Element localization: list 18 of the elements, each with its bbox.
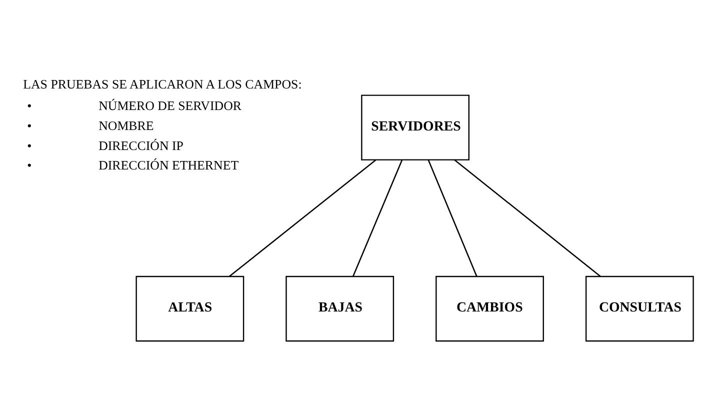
node-box: BAJAS — [286, 276, 394, 342]
label: • — [27, 158, 32, 173]
node-box: SERVIDORES — [361, 94, 470, 160]
label: • — [27, 118, 32, 133]
label: NOMBRE — [98, 118, 154, 133]
label: • — [27, 99, 32, 114]
label: NÚMERO DE SERVIDOR — [98, 99, 242, 114]
connector — [454, 159, 601, 277]
connector — [428, 160, 478, 277]
node-box: CONSULTAS — [585, 276, 694, 342]
label: DIRECCIÓN ETHERNET — [98, 158, 239, 173]
node-box: CAMBIOS — [436, 276, 544, 342]
connector — [352, 160, 403, 277]
label: DIRECCIÓN IP — [98, 138, 184, 153]
label: • — [27, 138, 32, 153]
node-box: ALTAS — [136, 276, 244, 342]
connector — [228, 159, 376, 277]
label: LAS PRUEBAS SE APLICARON A LOS CAMPOS: — [23, 77, 302, 92]
